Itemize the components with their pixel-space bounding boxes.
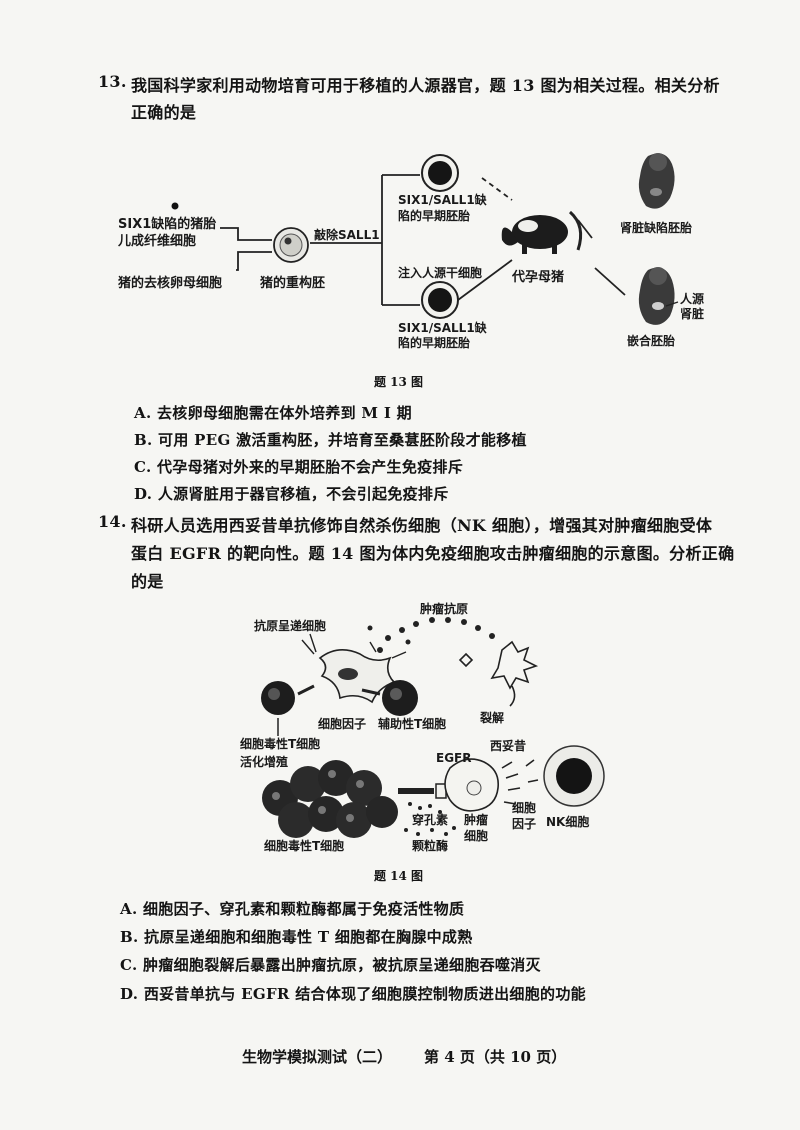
q14-option-a[interactable]: A. 细胞因子、穿孔素和颗粒酶都属于免疫活性物质	[120, 900, 465, 918]
q13-stem-line2: 正确的是	[131, 103, 197, 122]
egfr-label: EGFR	[436, 751, 471, 765]
early-embryo-bottom-icon	[421, 281, 459, 319]
tumor-cell-label-1: 肿瘤	[464, 812, 488, 827]
footer-subject: 生物学模拟测试（二）	[242, 1048, 393, 1066]
nk-cell-label: NK细胞	[546, 814, 589, 829]
chimeric-embryo-icon	[638, 267, 679, 325]
granzyme-label: 颗粒酶	[412, 838, 448, 853]
cytotoxic-t-top-label: 细胞毒性T细胞	[240, 736, 320, 751]
q14-stem-line1: 科研人员选用西妥昔单抗修饰自然杀伤细胞（NK 细胞），增强其对肿瘤细胞受体	[131, 516, 713, 535]
q13-option-b[interactable]: B. 可用 PEG 激活重构胚，并培育至桑葚胚阶段才能移植	[134, 431, 527, 449]
kidney-deficient-embryo-icon	[638, 153, 675, 209]
q14-stem-line3: 的是	[131, 572, 164, 591]
q14-figure: 肿瘤抗原 抗原呈递细胞 裂解 细胞因子 辅助	[240, 601, 605, 853]
cytokine-label: 细胞因子	[318, 716, 366, 731]
knockout-label: 敲除SALL1	[314, 227, 380, 242]
cytokine2-label-1: 细胞	[512, 800, 536, 815]
receptor-bars	[297, 684, 381, 696]
inject-label: 注入人源干细胞	[398, 265, 482, 280]
q13-stem-line1: 我国科学家利用动物培育可用于移植的人源器官，题 13 图为相关过程。相关分析	[131, 76, 720, 95]
helper-t-label: 辅助性T细胞	[378, 716, 446, 731]
q14-caption: 题 14 图	[374, 869, 424, 883]
q14-option-c[interactable]: C. 肿瘤细胞裂解后暴露出肿瘤抗原，被抗原呈递细胞吞噬消灭	[120, 956, 541, 974]
early-embryo-top-label-1: SIX1/SALL1缺	[398, 192, 488, 207]
fetal-cell-label-2: 儿成纤维细胞	[117, 233, 196, 249]
nk-cell-icon	[543, 745, 605, 807]
q14-number: 14.	[98, 512, 127, 531]
reconstructed-embryo-label: 猪的重构胚	[259, 275, 325, 291]
tumor-cell-label-2: 细胞	[464, 828, 488, 843]
granzyme-dots	[404, 802, 456, 836]
tumor-antigen-label: 肿瘤抗原	[420, 601, 468, 616]
human-kidney-label-2: 肾脏	[680, 306, 704, 321]
reconstructed-embryo-icon	[273, 227, 309, 263]
tcr-bar	[398, 788, 434, 794]
chimeric-embryo-label: 嵌合胚胎	[627, 333, 675, 348]
tumor-cell-icon	[444, 758, 500, 812]
q13-option-c[interactable]: C. 代孕母猪对外来的早期胚胎不会产生免疫排斥	[134, 458, 464, 476]
cytotoxic-t-bottom-label: 细胞毒性T细胞	[264, 838, 344, 853]
apc-label: 抗原呈递细胞	[254, 618, 326, 633]
tumor-antigen-dots	[367, 617, 495, 653]
cetuximab-antibodies	[501, 759, 539, 805]
fetal-cell-label-1: SIX1缺陷的猪胎	[118, 216, 216, 232]
early-embryo-bottom-label-2: 陷的早期胚胎	[398, 335, 470, 350]
q13-number: 13.	[98, 72, 127, 91]
cytotoxic-t-cluster-icon	[262, 760, 398, 838]
cytotoxic-t-top-icon	[261, 681, 295, 715]
cetuximab-label: 西妥昔	[490, 738, 526, 753]
early-embryo-top-icon	[421, 154, 459, 192]
activate-label: 活化增殖	[240, 754, 288, 769]
q14-option-b[interactable]: B. 抗原呈递细胞和细胞毒性 T 细胞都在胸腺中成熟	[120, 928, 473, 946]
q14-stem-line2: 蛋白 EGFR 的靶向性。题 14 图为体内免疫细胞攻击肿瘤细胞的示意图。分析正…	[131, 544, 735, 563]
lysis-label: 裂解	[479, 710, 504, 725]
human-kidney-label-1: 人源	[680, 291, 704, 306]
early-embryo-bottom-label-1: SIX1/SALL1缺	[398, 320, 488, 335]
apc-icon	[301, 633, 407, 704]
fetal-cell-dot	[171, 202, 179, 210]
surrogate-pig-icon	[501, 210, 583, 254]
q13-connector-lines	[220, 174, 626, 306]
q14-option-d[interactable]: D. 西妥昔单抗与 EGFR 结合体现了细胞膜控制物质进出细胞的功能	[120, 985, 586, 1003]
early-embryo-top-label-2: 陷的早期胚胎	[398, 208, 470, 223]
q13-option-d[interactable]: D. 人源肾脏用于器官移植，不会引起免疫排斥	[134, 485, 449, 503]
q13-option-a[interactable]: A. 去核卵母细胞需在体外培养到 M Ⅰ 期	[134, 404, 412, 422]
surrogate-pig-label: 代孕母猪	[511, 269, 564, 285]
lysed-tumor-fragments	[458, 640, 539, 707]
kidney-deficient-label: 肾脏缺陷胚胎	[620, 220, 692, 235]
q13-caption: 题 13 图	[374, 375, 424, 389]
helper-t-icon	[382, 680, 418, 716]
perforin-label: 穿孔素	[412, 812, 448, 827]
cytokine2-label-2: 因子	[512, 816, 536, 831]
footer-page: 第 4 页（共 10 页）	[424, 1048, 567, 1066]
oocyte-label: 猪的去核卵母细胞	[117, 275, 222, 291]
q13-figure: SIX1缺陷的猪胎 儿成纤维细胞 猪的去核卵母细胞 猪的重构胚 敲除SALL1 …	[117, 153, 704, 350]
